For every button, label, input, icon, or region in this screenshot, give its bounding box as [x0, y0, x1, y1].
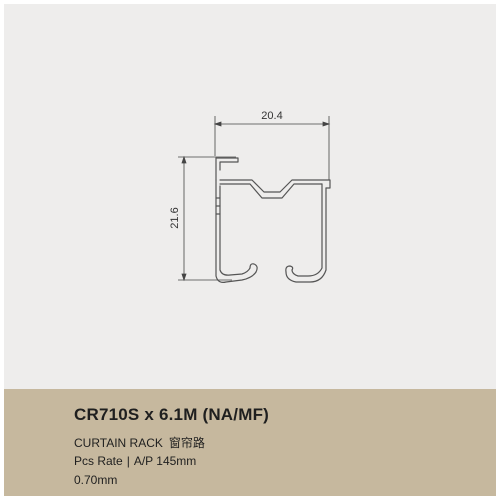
ap-value: A/P 145mm — [133, 454, 197, 468]
product-name-chinese: 窗帘路 — [168, 436, 205, 450]
product-sheet: 20.4 21.6 — [4, 4, 496, 496]
product-info-panel: CR710S x 6.1M (NA/MF) CURTAIN RACK 窗帘路 Pc… — [4, 389, 496, 496]
thickness-value: 0.70mm — [74, 473, 118, 487]
pcs-rate-line: Pcs Rate|A/P 145mm — [74, 454, 196, 468]
product-code: CR710S x 6.1M (NA/MF) — [74, 405, 270, 424]
height-dimension — [178, 155, 236, 282]
product-name: CURTAIN RACK — [74, 436, 163, 450]
pcs-rate-label: Pcs Rate — [74, 454, 123, 468]
technical-drawing: 20.4 21.6 — [4, 4, 496, 389]
height-dimension-label: 21.6 — [169, 207, 181, 228]
width-dimension — [213, 116, 331, 180]
curtain-rack-profile — [215, 157, 331, 283]
product-name-line: CURTAIN RACK 窗帘路 — [74, 434, 205, 451]
width-dimension-label: 20.4 — [261, 110, 282, 122]
pcs-rate-separator: | — [126, 454, 130, 468]
profile-drawing-svg: 20.4 21.6 — [169, 110, 331, 283]
